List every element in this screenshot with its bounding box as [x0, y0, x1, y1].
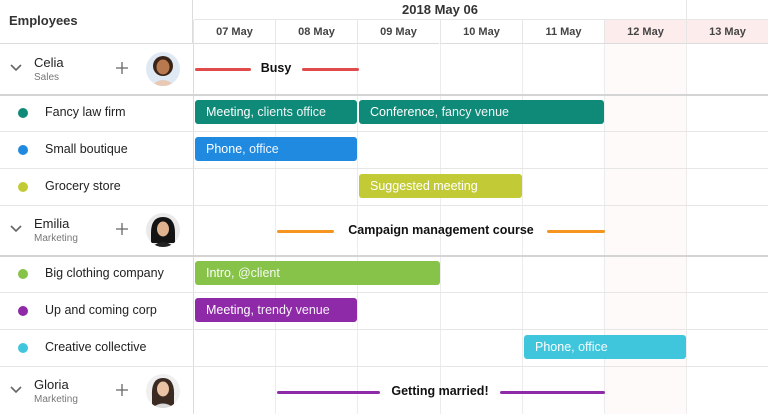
event-title: Suggested meeting	[370, 179, 478, 193]
summary-busy[interactable]: Busy	[195, 61, 359, 76]
row-divider	[0, 329, 768, 330]
event-title: Phone	[206, 142, 243, 156]
event-title: Intro	[206, 266, 232, 280]
row-divider	[0, 292, 768, 293]
resource-row[interactable]: Small boutique	[0, 131, 193, 168]
event-title: Meeting	[206, 303, 251, 317]
resource-color-dot	[18, 145, 28, 155]
resource-row[interactable]: Up and coming corp	[0, 292, 193, 329]
employee-row-emilia[interactable]: Emilia Marketing	[0, 205, 193, 255]
summary-line	[277, 391, 380, 394]
avatar	[146, 52, 180, 86]
employees-header: Employees	[0, 0, 193, 44]
summary-label: Busy	[260, 61, 292, 75]
event-phone[interactable]: Phone, office	[524, 335, 686, 359]
day-header[interactable]: 08 May	[275, 20, 357, 44]
grid-line	[522, 44, 523, 414]
day-header[interactable]: 11 May	[522, 20, 604, 44]
event-suggested-meeting[interactable]: Suggested meeting	[359, 174, 522, 198]
resource-label: Big clothing company	[45, 266, 164, 280]
grid-line	[604, 44, 605, 414]
resource-label: Up and coming corp	[45, 303, 157, 317]
event-meeting[interactable]: Meeting, clients office	[195, 100, 357, 124]
row-divider	[0, 168, 768, 169]
summary-campaign-course[interactable]: Campaign management course	[277, 223, 605, 238]
chevron-down-icon[interactable]	[9, 60, 23, 74]
row-divider	[0, 366, 768, 367]
grid-line	[357, 44, 358, 414]
resource-color-dot	[18, 306, 28, 316]
day-header[interactable]: 07 May	[193, 20, 275, 44]
day-header[interactable]: 09 May	[357, 20, 439, 44]
resource-label: Grocery store	[45, 179, 121, 193]
event-location: , @client	[231, 266, 280, 280]
resource-row[interactable]: Creative collective	[0, 329, 193, 366]
employee-department: Marketing	[34, 394, 78, 405]
summary-line	[277, 230, 334, 233]
event-title: Conference	[370, 105, 435, 119]
summary-line	[302, 68, 359, 71]
event-location: , fancy venue	[434, 105, 509, 119]
header-cell	[686, 0, 768, 20]
resource-row[interactable]: Fancy law firm	[0, 94, 193, 131]
resource-label: Fancy law firm	[45, 105, 126, 119]
row-divider	[0, 205, 768, 206]
day-header-weekend[interactable]: 13 May	[686, 20, 768, 44]
employee-row-celia[interactable]: Celia Sales	[0, 44, 193, 94]
chevron-down-icon[interactable]	[9, 221, 23, 235]
summary-line	[547, 230, 605, 233]
summary-line	[500, 391, 605, 394]
summary-label: Getting married!	[391, 384, 489, 398]
avatar	[146, 374, 180, 408]
event-location: , office	[571, 340, 608, 354]
avatar	[146, 213, 180, 247]
grid-line	[686, 44, 687, 414]
column-divider	[193, 44, 194, 414]
summary-label: Campaign management course	[348, 223, 534, 237]
day-header[interactable]: 10 May	[440, 20, 522, 44]
event-location: , clients office	[250, 105, 326, 119]
employee-department: Sales	[34, 72, 60, 83]
grid-line	[440, 44, 441, 414]
summary-getting-married[interactable]: Getting married!	[277, 384, 605, 399]
date-title: 2018 May 06	[194, 0, 686, 20]
employee-name: Gloria	[34, 377, 69, 392]
event-location: , office	[242, 142, 279, 156]
chevron-down-icon[interactable]	[9, 382, 23, 396]
event-title: Phone	[535, 340, 572, 354]
event-meeting[interactable]: Meeting, trendy venue	[195, 298, 357, 322]
employee-name: Celia	[34, 55, 64, 70]
resource-row[interactable]: Big clothing company	[0, 255, 193, 292]
event-intro[interactable]: Intro, @client	[195, 261, 440, 285]
resource-label: Creative collective	[45, 340, 147, 354]
resource-color-dot	[18, 182, 28, 192]
row-divider	[0, 131, 768, 132]
grid-line	[275, 44, 276, 414]
resource-color-dot	[18, 108, 28, 118]
add-icon[interactable]	[115, 61, 129, 75]
resource-color-dot	[18, 343, 28, 353]
employees-header-label: Employees	[9, 13, 78, 28]
resource-row[interactable]: Grocery store	[0, 168, 193, 205]
row-divider	[0, 94, 768, 96]
resource-label: Small boutique	[45, 142, 128, 156]
employee-name: Emilia	[34, 216, 70, 231]
resource-color-dot	[18, 269, 28, 279]
add-icon[interactable]	[115, 383, 129, 397]
add-icon[interactable]	[115, 222, 129, 236]
summary-line	[195, 68, 251, 71]
row-divider	[0, 255, 768, 257]
employee-row-gloria[interactable]: Gloria Marketing	[0, 366, 193, 414]
event-conference[interactable]: Conference, fancy venue	[359, 100, 604, 124]
event-phone[interactable]: Phone, office	[195, 137, 357, 161]
employee-department: Marketing	[34, 233, 78, 244]
event-location: , trendy venue	[250, 303, 330, 317]
event-title: Meeting	[206, 105, 251, 119]
day-header-weekend[interactable]: 12 May	[604, 20, 686, 44]
